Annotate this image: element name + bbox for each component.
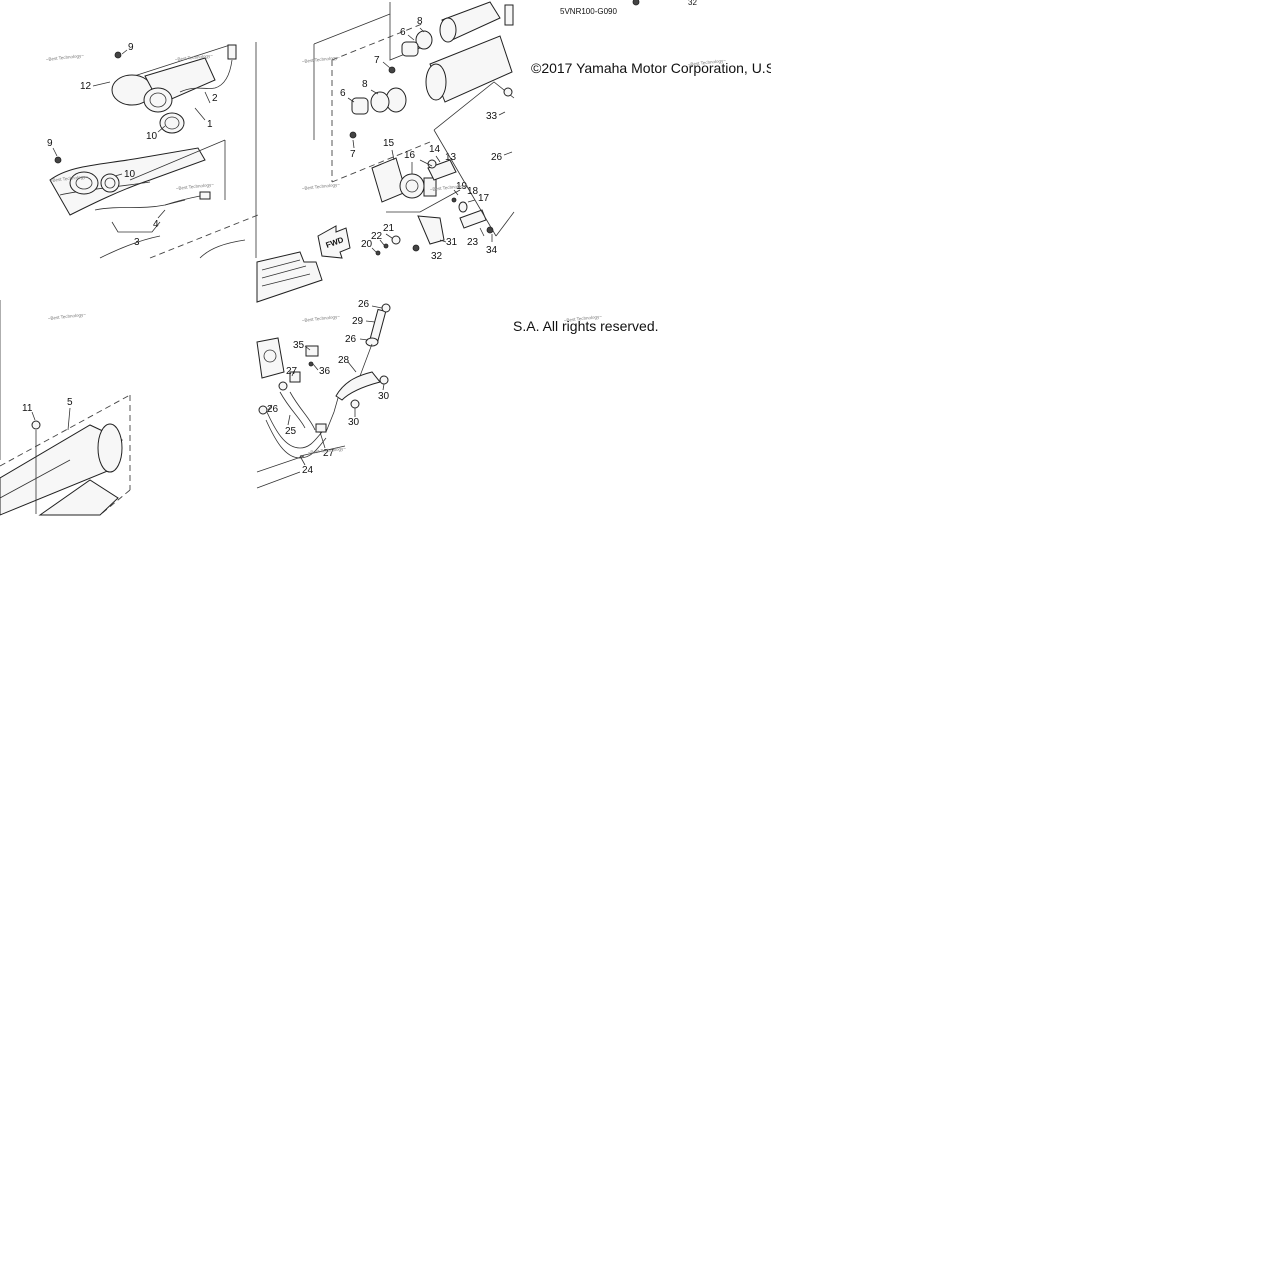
callout-29: 29 xyxy=(352,316,364,327)
callout-2: 2 xyxy=(212,93,218,104)
air-valve-16 xyxy=(399,173,425,199)
callout-6a: 6 xyxy=(400,27,406,38)
callout-12: 12 xyxy=(80,81,92,92)
gasket-10-lower xyxy=(100,173,120,193)
svg-text:~Best Technology~: ~Best Technology~ xyxy=(688,58,727,67)
hose-13 xyxy=(427,159,457,181)
bolt-35 xyxy=(305,345,319,357)
svg-text:~Best Technology~: ~Best Technology~ xyxy=(302,55,341,64)
valve-fragment xyxy=(256,337,285,379)
callout-32a: 32 xyxy=(431,251,443,262)
svg-text:~Best Technology~: ~Best Technology~ xyxy=(302,314,341,323)
svg-text:~Best Technology~: ~Best Technology~ xyxy=(176,182,215,191)
callout-25: 25 xyxy=(285,426,297,437)
tile-top-right: 5VNR100-G090 32 ~Best Technology~ xyxy=(560,0,726,67)
callout-8a: 8 xyxy=(417,16,423,27)
callout-10a: 10 xyxy=(146,131,158,142)
callout-24: 24 xyxy=(302,465,314,476)
callout-26c: 26 xyxy=(345,334,357,345)
engine-fragment xyxy=(256,251,323,303)
callout-7b: 7 xyxy=(350,149,356,160)
callout-3: 3 xyxy=(134,237,140,248)
tile-bottom-left: 11 5 ~Best Technology~ xyxy=(0,300,131,516)
o2-sensor-connector-upper xyxy=(227,44,237,60)
drawing-code: 5VNR100-G090 xyxy=(560,7,617,16)
callout-30b: 30 xyxy=(348,417,360,428)
fwd-arrow: FWD xyxy=(317,225,351,259)
svg-text:~Best Technology~: ~Best Technology~ xyxy=(308,446,347,455)
callout-18: 18 xyxy=(467,186,479,197)
callout-10b: 10 xyxy=(124,169,136,180)
callout-9b: 9 xyxy=(47,138,53,149)
callout-9a: 9 xyxy=(128,42,134,53)
bolt-11 xyxy=(31,420,41,430)
callout-16: 16 xyxy=(404,150,416,161)
callout-11: 11 xyxy=(22,403,33,414)
tile-top-middle: 8 6 7 8 6 7 15 16 14 xyxy=(256,1,515,303)
clamp-8-upper xyxy=(415,30,433,50)
callout-1: 1 xyxy=(207,119,213,130)
callout-26d: 26 xyxy=(267,404,279,415)
callout-7a: 7 xyxy=(374,55,380,66)
callout-34: 34 xyxy=(486,245,498,256)
svg-text:~Best Technology~: ~Best Technology~ xyxy=(48,312,87,321)
callout-14: 14 xyxy=(429,144,441,155)
callout-30a: 30 xyxy=(378,391,390,402)
svg-text:~Best Technology~: ~Best Technology~ xyxy=(430,183,469,192)
svg-text:~Best Technology~: ~Best Technology~ xyxy=(564,314,603,323)
copyright-line-2: S.A. All rights reserved. xyxy=(513,318,659,334)
svg-text:~Best Technology~: ~Best Technology~ xyxy=(302,182,341,191)
callout-32b: 32 xyxy=(688,0,697,7)
callout-26a: 26 xyxy=(491,152,503,163)
callout-31: 31 xyxy=(446,237,458,248)
cover-15 xyxy=(371,157,407,203)
svg-text:~Best Technology~: ~Best Technology~ xyxy=(175,53,214,62)
callout-8b: 8 xyxy=(362,79,368,90)
callout-19: 19 xyxy=(456,181,468,192)
exhaust-port-lower xyxy=(69,171,99,195)
pipe-23 xyxy=(459,209,487,229)
callout-22: 22 xyxy=(371,231,383,242)
hose-29 xyxy=(369,308,387,342)
callout-27b: 27 xyxy=(323,448,335,459)
callout-4: 4 xyxy=(153,219,159,230)
pipe-28 xyxy=(335,371,381,401)
callout-28: 28 xyxy=(338,355,350,366)
gasket-6-upper xyxy=(401,41,419,57)
callout-27a: 27 xyxy=(286,366,298,377)
callout-26b: 26 xyxy=(358,299,370,310)
tile-bottom-middle: 26 29 26 35 28 27 36 30 26 30 25 27 24 ~… xyxy=(256,299,603,489)
callout-21: 21 xyxy=(383,223,395,234)
callout-33: 33 xyxy=(486,111,498,122)
callout-35: 35 xyxy=(293,340,305,351)
copyright-line-1: ©2017 Yamaha Motor Corporation, U.S xyxy=(531,60,771,76)
callout-5: 5 xyxy=(67,397,73,408)
callout-36: 36 xyxy=(319,366,331,377)
callout-13: 13 xyxy=(445,152,457,163)
callout-15: 15 xyxy=(383,138,395,149)
callout-6b: 6 xyxy=(340,88,346,99)
gasket-10-upper xyxy=(159,112,185,134)
callout-17: 17 xyxy=(478,193,490,204)
bracket-31 xyxy=(417,215,445,245)
callout-20: 20 xyxy=(361,239,373,250)
gasket-6-lower xyxy=(351,97,369,115)
svg-text:~Best Technology~: ~Best Technology~ xyxy=(50,174,89,183)
svg-text:~Best Technology~: ~Best Technology~ xyxy=(46,53,85,62)
callout-23: 23 xyxy=(467,237,479,248)
tile-top-left: 9 12 2 1 10 9 10 4 3 ~Best Technology~ ~… xyxy=(46,42,259,259)
